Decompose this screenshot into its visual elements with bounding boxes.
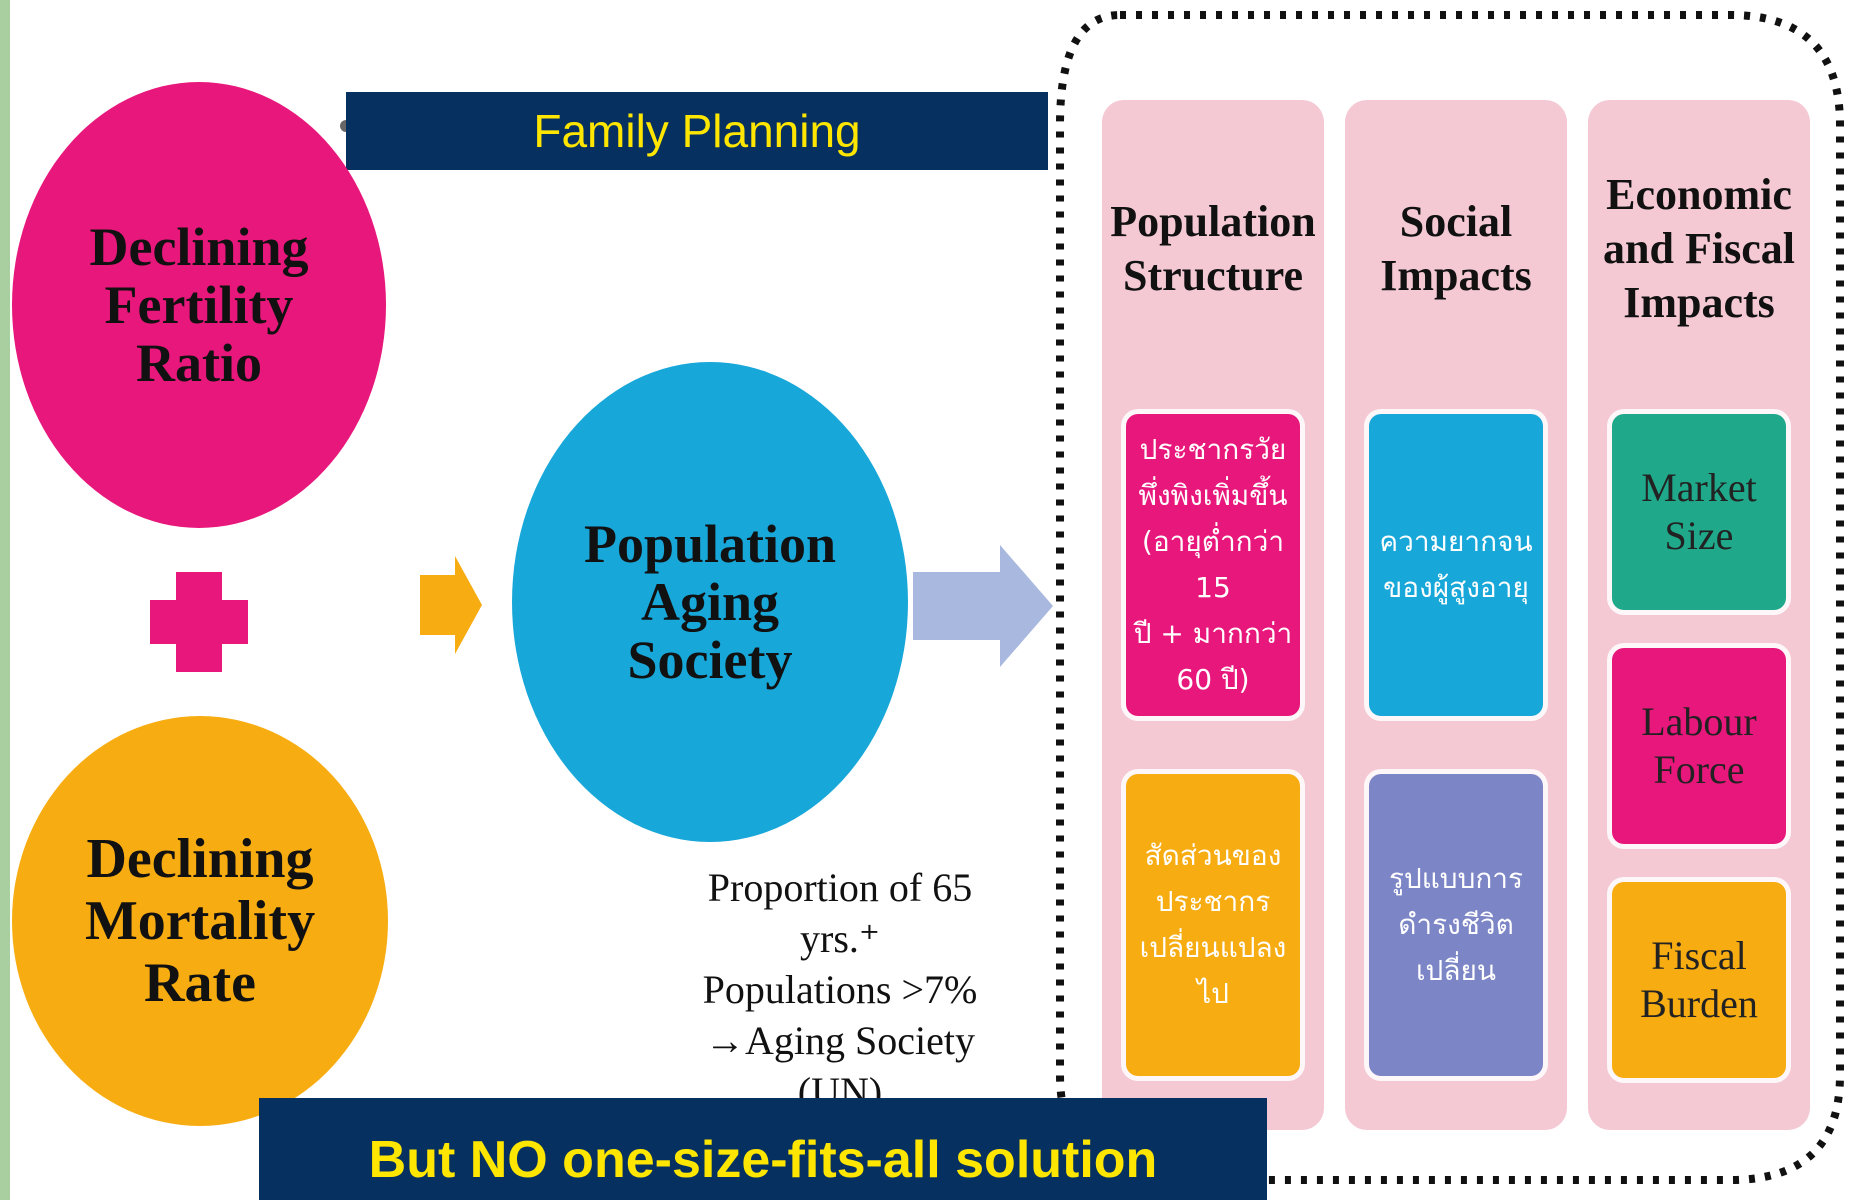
market-size-box: Market Size [1612, 414, 1786, 610]
aging-threshold-note: Proportion of 65 yrs.⁺ Populations >7% →… [702, 865, 978, 1114]
column-title-population-structure: Population Structure [1110, 197, 1316, 300]
column-title-social-impacts: Social Impacts [1380, 197, 1532, 300]
lifestyle-change-box: รูปแบบการ ดำรงชีวิต เปลี่ยน [1369, 774, 1543, 1076]
no-one-size-banner: But NO one-size-fits-all solution [259, 1098, 1267, 1200]
population-aging-circle: Population Aging Society [512, 362, 908, 842]
plus-sign-horizontal [150, 600, 248, 644]
impacts-dotted-frame [1056, 11, 1844, 1184]
dependency-ratio-box: ประชากรวัย พึ่งพิงเพิ่มขึ้น (อายุต่ำกว่า… [1126, 414, 1300, 716]
labour-force-box: Labour Force [1612, 648, 1786, 844]
elderly-poverty-box: ความยากจน ของผู้สูงอายุ [1369, 414, 1543, 716]
column-title-economic-fiscal: Economic and Fiscal Impacts [1603, 170, 1795, 327]
family-planning-banner: Family Planning [346, 92, 1048, 170]
declining-mortality-circle: Declining Mortality Rate [12, 716, 388, 1126]
orange-arrow [420, 556, 482, 654]
left-accent-stripe [0, 0, 10, 1200]
blue-arrow [913, 545, 1053, 667]
fiscal-burden-box: Fiscal Burden [1612, 882, 1786, 1078]
population-proportion-box: สัดส่วนของ ประชากร เปลี่ยนแปลง ไป [1126, 774, 1300, 1076]
declining-fertility-circle: Declining Fertility Ratio [12, 82, 386, 528]
